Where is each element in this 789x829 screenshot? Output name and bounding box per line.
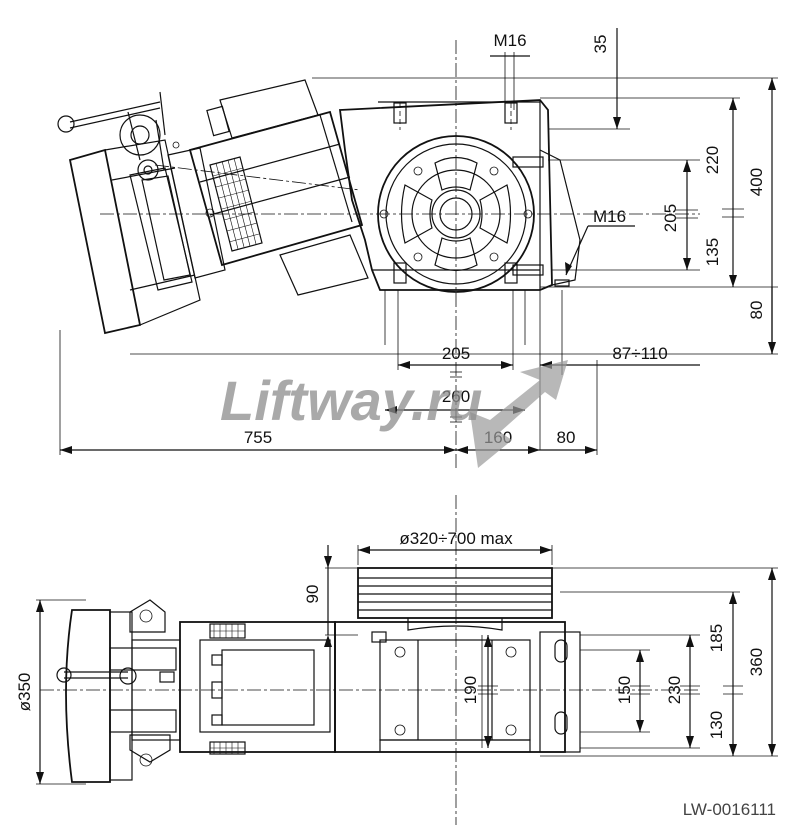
motor-grille (209, 156, 263, 252)
dim-190: 190 (461, 676, 480, 704)
dimension-text-bottom: ø320÷700 max 90 ø350 190 150 230 185 360… (15, 529, 766, 739)
dim-90: 90 (303, 585, 322, 604)
dim-sheave-diameter: ø320÷700 max (399, 529, 513, 548)
motor-body-bottom (179, 621, 336, 755)
watermark-arrow-icon (470, 360, 568, 468)
symmetry-marks-top (450, 208, 744, 423)
bottom-view: ø320÷700 max 90 ø350 190 150 230 185 360… (15, 495, 778, 825)
dimension-text-top: M16 35 220 400 205 135 M16 80 205 260 87… (244, 31, 766, 447)
watermark: Liftway.ru (220, 360, 568, 468)
dim-80-horizontal: 80 (557, 428, 576, 447)
dim-m16-side: M16 (593, 207, 626, 226)
dim-m16-top: M16 (493, 31, 526, 50)
dim-205-horizontal: 205 (442, 344, 470, 363)
gearbox-body-bottom (334, 621, 581, 753)
brake-assembly (57, 91, 215, 335)
dim-35: 35 (591, 35, 610, 54)
dim-130: 130 (707, 711, 726, 739)
dim-360: 360 (747, 648, 766, 676)
gearbox-housing (338, 99, 581, 291)
dim-205-vertical: 205 (661, 204, 680, 232)
dim-230: 230 (665, 676, 684, 704)
dim-260: 260 (442, 387, 470, 406)
extension-lines-bottom (36, 545, 778, 785)
dim-87-110: 87÷110 (612, 344, 667, 363)
dimension-lines-top (60, 28, 773, 451)
dim-755: 755 (244, 428, 272, 447)
sheave (357, 567, 553, 631)
traction-wheel (377, 135, 535, 293)
drawing-code: LW-0016111 (683, 800, 776, 819)
symmetry-marks-bottom (478, 685, 743, 695)
dim-400: 400 (747, 168, 766, 196)
dim-135: 135 (703, 238, 722, 266)
mounting-bolts-top (393, 102, 570, 287)
motor-centerline (154, 164, 361, 191)
dim-350: ø350 (15, 673, 34, 712)
dim-220: 220 (703, 146, 722, 174)
watermark-text: Liftway.ru (220, 369, 482, 432)
arrowheads-bottom (36, 546, 776, 784)
dim-80-vertical: 80 (747, 301, 766, 320)
dim-185: 185 (707, 624, 726, 652)
dim-150: 150 (615, 676, 634, 704)
brake-drum-bottom (56, 599, 181, 783)
